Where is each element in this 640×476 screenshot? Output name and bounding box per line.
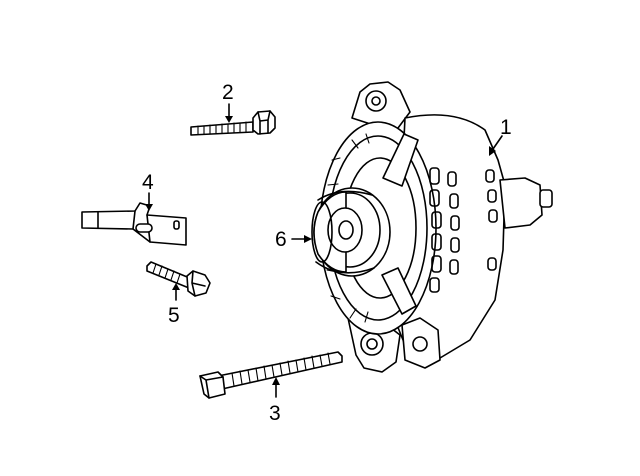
lower-bolt-drawing [146,261,211,297]
long-bolt-drawing [199,351,343,399]
leader-2 [225,103,233,123]
callout-5-label: 5 [168,304,180,327]
callout-6-label: 6 [275,228,287,251]
leader-4 [145,192,153,211]
alternator-drawing [311,81,553,373]
leader-6 [291,235,312,243]
callout-2-label: 2 [222,81,234,104]
leader-5 [172,283,180,301]
callout-1-label: 1 [500,116,512,139]
leader-1 [489,135,503,156]
pulley-drawing [311,187,391,277]
upper-bolt-drawing [190,110,276,136]
callout-3-label: 3 [269,402,281,425]
leader-3 [272,377,280,398]
bracket-drawing [81,202,187,246]
callout-4-label: 4 [142,171,154,194]
